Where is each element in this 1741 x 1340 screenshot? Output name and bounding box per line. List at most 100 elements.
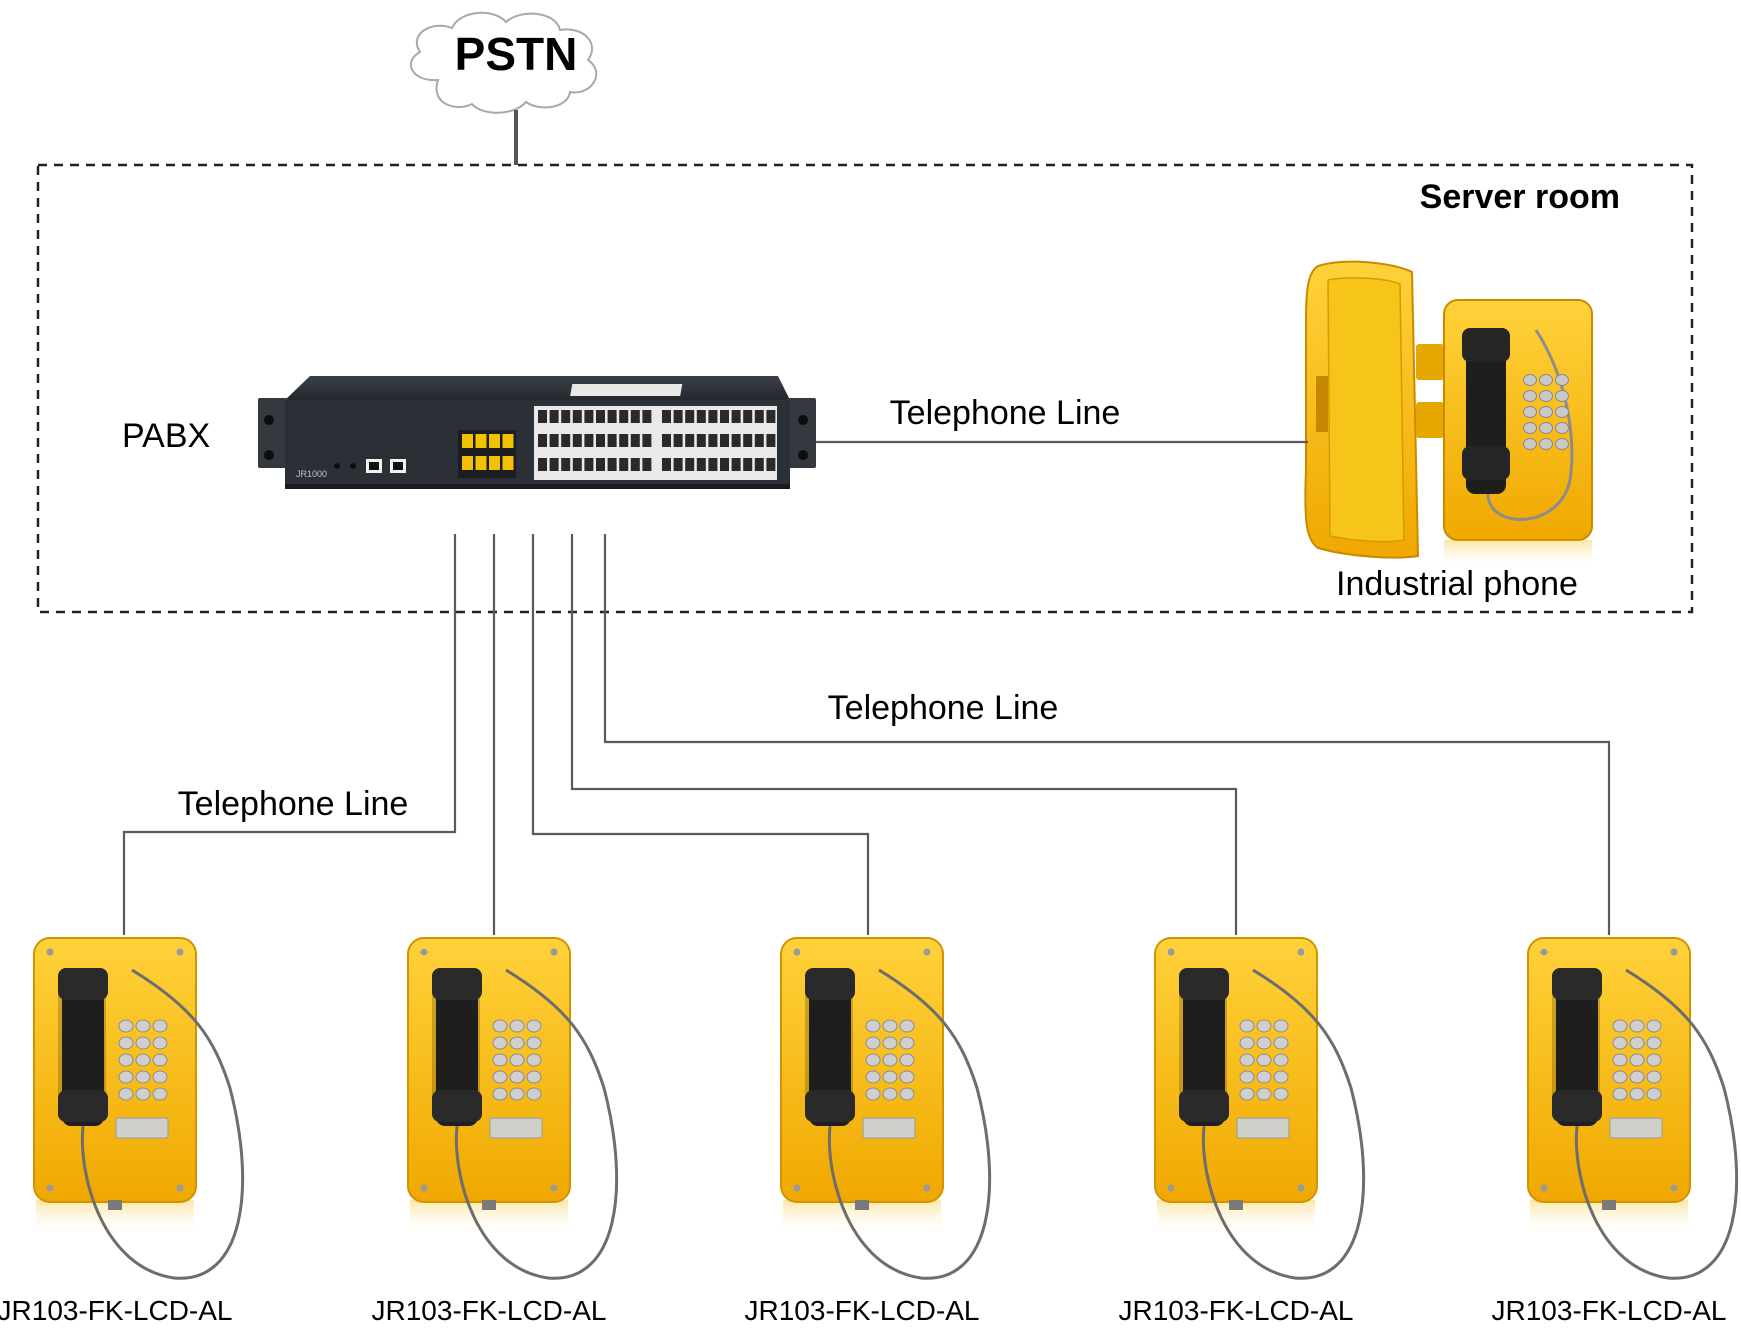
terminal-model-label: JR103-FK-LCD-AL — [1492, 1295, 1727, 1326]
industrial-phone-key — [1539, 374, 1553, 386]
keypad-key — [1239, 1019, 1255, 1033]
branch-wires — [122, 534, 1611, 935]
screw-icon — [550, 948, 558, 956]
keypad-key — [492, 1036, 508, 1050]
keypad-key — [526, 1053, 542, 1067]
terminal-model-label: JR103-FK-LCD-AL — [745, 1295, 980, 1326]
screw-icon — [1540, 948, 1548, 956]
screw-icon — [1297, 948, 1305, 956]
telephone-line-label-server: Telephone Line — [890, 394, 1121, 432]
keypad-key — [135, 1053, 151, 1067]
handset-mouthpiece — [432, 1090, 482, 1122]
pabx-extension-port — [630, 458, 640, 471]
keypad-key — [1256, 1019, 1272, 1033]
handset-earpiece — [432, 968, 482, 1000]
keypad-key — [509, 1087, 525, 1101]
keypad-key — [1646, 1053, 1662, 1067]
pabx-extension-port — [743, 410, 753, 423]
pabx-extension-port — [584, 410, 594, 423]
keypad-key — [1273, 1019, 1289, 1033]
pabx-extension-port — [720, 434, 729, 447]
pabx-extension-port — [720, 410, 729, 423]
keypad-key — [509, 1019, 525, 1033]
lcd-screen — [489, 1117, 543, 1139]
pabx-extension-port — [766, 434, 776, 447]
pabx-extension-port — [561, 458, 571, 471]
handset-earpiece — [805, 968, 855, 1000]
pabx-extension-port — [630, 434, 640, 447]
industrial-phone-key — [1555, 422, 1569, 434]
connector-icon — [1229, 1200, 1243, 1210]
pabx-device: JR1000 — [258, 376, 816, 489]
keypad-key — [882, 1036, 898, 1050]
screw-icon — [176, 948, 184, 956]
industrial-phone-label: Industrial phone — [1336, 565, 1578, 603]
keypad-key — [118, 1036, 134, 1050]
keypad-key — [1239, 1070, 1255, 1084]
screw-icon — [46, 948, 54, 956]
keypad-key — [1273, 1036, 1289, 1050]
industrial-phone-image — [1304, 260, 1593, 570]
pabx-extension-port — [584, 458, 594, 471]
terminal-model-label: JR103-FK-LCD-AL — [1119, 1295, 1354, 1326]
industrial-phone-key — [1523, 422, 1537, 434]
keypad-key — [1256, 1070, 1272, 1084]
screw-icon — [1540, 1184, 1548, 1192]
wire-to-terminal-1 — [122, 534, 457, 935]
terminal-phone-5 — [1527, 937, 1739, 1280]
terminal-model-label: JR103-FK-LCD-AL — [372, 1295, 607, 1326]
pabx-extension-port — [662, 458, 671, 471]
lcd-screen — [1609, 1117, 1663, 1139]
pabx-label: PABX — [122, 417, 210, 455]
pabx-extension-port — [662, 434, 671, 447]
handset-cord — [454, 968, 619, 1280]
screw-icon — [923, 948, 931, 956]
connector-icon — [108, 1200, 122, 1210]
keypad-key — [1239, 1053, 1255, 1067]
terminal-phone-3 — [780, 937, 992, 1280]
industrial-phone-key — [1523, 438, 1537, 450]
keypad-key — [899, 1036, 915, 1050]
pabx-extension-port — [731, 434, 741, 447]
wire-to-terminal-4 — [570, 534, 1238, 935]
pabx-extension-port — [754, 434, 764, 447]
screw-icon — [1670, 1184, 1678, 1192]
pabx-extension-port — [685, 434, 695, 447]
keypad-key — [899, 1053, 915, 1067]
keypad-key — [1256, 1036, 1272, 1050]
screw-icon — [1670, 948, 1678, 956]
handset-icon — [436, 970, 478, 1126]
pabx-extension-port — [572, 410, 582, 423]
screw-icon — [46, 1184, 54, 1192]
pstn-label: PSTN — [455, 28, 578, 80]
terminal-phone-2 — [407, 937, 619, 1280]
pabx-extension-port — [766, 410, 776, 423]
pabx-extension-port — [596, 434, 605, 447]
pabx-extension-port — [607, 458, 617, 471]
keypad-key — [1273, 1087, 1289, 1101]
keypad-key — [882, 1070, 898, 1084]
pabx-extension-port — [561, 434, 571, 447]
keypad-key — [509, 1070, 525, 1084]
screw-icon — [550, 1184, 558, 1192]
keypad-key — [118, 1053, 134, 1067]
handset-mouthpiece — [1552, 1090, 1602, 1122]
pabx-extension-port — [696, 458, 706, 471]
handset-icon — [809, 970, 851, 1126]
pabx-trunk-port — [475, 434, 487, 448]
keypad-key — [135, 1087, 151, 1101]
pabx-trunk-port — [489, 456, 500, 470]
pabx-trunk-port — [475, 456, 487, 470]
screw-icon — [1297, 1184, 1305, 1192]
keypad-key — [1256, 1053, 1272, 1067]
handset-icon — [1556, 970, 1598, 1126]
pabx-extension-port — [630, 410, 640, 423]
industrial-phone-key — [1539, 438, 1553, 450]
keypad-key — [1256, 1087, 1272, 1101]
keypad-key — [1629, 1019, 1645, 1033]
keypad-key — [492, 1087, 508, 1101]
handset-cord — [1574, 968, 1739, 1280]
pabx-extension-port — [673, 434, 683, 447]
pabx-extension-port — [766, 458, 776, 471]
keypad-key — [1629, 1087, 1645, 1101]
